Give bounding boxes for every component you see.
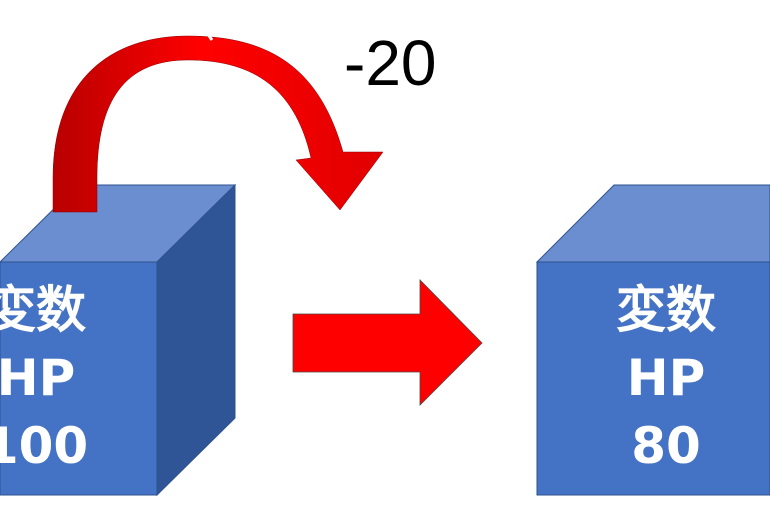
before-var-label: 変数 bbox=[0, 281, 86, 339]
before-cube bbox=[0, 183, 237, 497]
after-hp-label: HP bbox=[626, 349, 706, 407]
after-cube-top bbox=[535, 184, 770, 263]
before-hp-value: 100 bbox=[0, 417, 89, 475]
subtract-curved-arrow bbox=[52, 29, 384, 213]
before-hp-label: HP bbox=[0, 349, 76, 407]
operation-label: -20 bbox=[344, 27, 437, 99]
after-cube-front bbox=[536, 261, 770, 496]
after-var-label: 変数 bbox=[616, 281, 716, 339]
after-cube bbox=[535, 184, 770, 496]
before-cube-front bbox=[0, 261, 158, 496]
after-hp-value: 80 bbox=[631, 417, 701, 475]
result-arrow bbox=[292, 279, 483, 406]
